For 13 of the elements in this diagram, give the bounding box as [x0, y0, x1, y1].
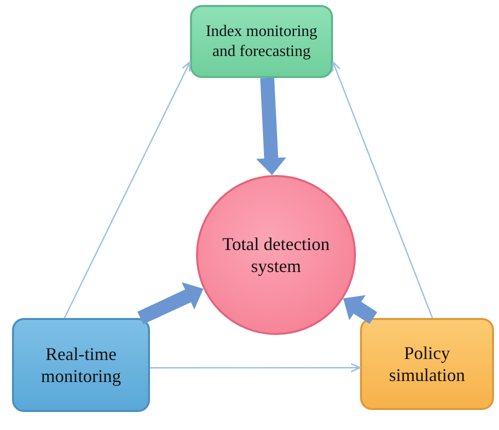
node-label: Total detection system — [221, 232, 331, 278]
block-arrow — [256, 78, 286, 176]
process-box — [12, 318, 150, 412]
process-box — [190, 5, 333, 78]
node-label: Real-time monitoring — [40, 342, 122, 388]
arrow — [150, 362, 361, 372]
node-label: Index monitoring and forecasting — [204, 22, 318, 62]
arrow — [64, 61, 191, 318]
process-box — [360, 318, 494, 410]
block-arrow — [137, 282, 204, 324]
node-label: Policy simulation — [388, 342, 466, 386]
arrow — [332, 61, 433, 318]
block-arrow — [343, 295, 378, 324]
